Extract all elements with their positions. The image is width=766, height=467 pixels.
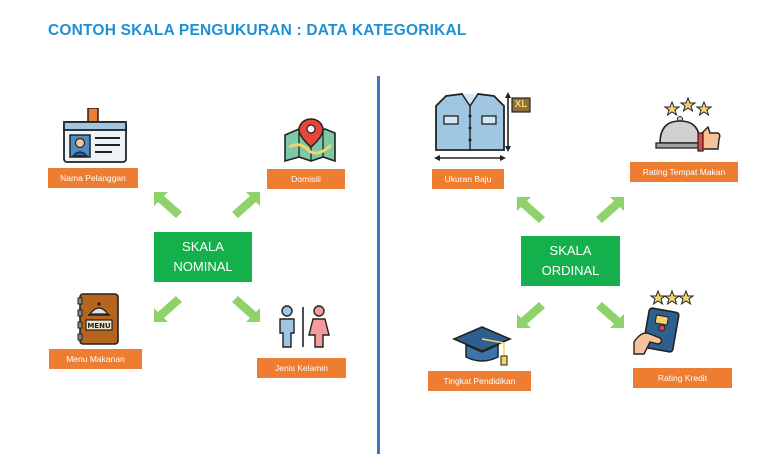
food-rating-icon: [655, 97, 721, 152]
label-tingkat-pendidikan: Tingkat Pendidikan: [428, 371, 531, 391]
label-nama-pelanggan: Nama Pelanggan: [48, 168, 138, 188]
size-tag-xl: XL: [514, 99, 528, 110]
label-rating-tempat-makan: Rating Tempat Makan: [630, 162, 738, 182]
ordinal-center-line2: ORDINAL: [541, 263, 600, 278]
arrow-to-jenis-kelamin: [232, 296, 260, 322]
shirt-size-icon: [434, 92, 531, 161]
menu-book-icon: MENU: [77, 293, 119, 345]
label-rating-kredit: Rating Kredit: [633, 368, 732, 388]
page-title: CONTOH SKALA PENGUKURAN : DATA KATEGORIK…: [48, 22, 467, 39]
arrow-to-rating-kredit: [596, 302, 624, 328]
label-menu-makanan: Menu Makanan: [49, 349, 142, 369]
label-domisili: Domisili: [267, 169, 345, 189]
arrow-to-rating-tempat-makan: [596, 197, 624, 223]
ordinal-center-box: SKALA ORDINAL: [521, 236, 620, 286]
map-pin-icon: [284, 118, 336, 163]
nominal-center-line1: SKALA: [182, 239, 224, 254]
credit-rating-icon: [633, 289, 694, 355]
nominal-center-box: SKALA NOMINAL: [154, 232, 252, 282]
ordinal-center-line1: SKALA: [549, 243, 592, 258]
nominal-center-line2: NOMINAL: [173, 259, 233, 274]
svg-text:MENU: MENU: [87, 322, 111, 330]
id-card-icon: [63, 108, 127, 163]
label-jenis-kelamin: Jenis Kelamin: [257, 358, 346, 378]
arrow-to-domisili: [232, 192, 260, 218]
label-ukuran-baju: Ukuran Baju: [432, 169, 504, 189]
gender-restroom-icon: [279, 305, 330, 348]
arrow-to-nama-pelanggan: [154, 192, 182, 218]
arrow-to-menu-makanan: [154, 296, 182, 322]
divider-line: [377, 76, 380, 454]
arrow-to-ukuran-baju: [517, 197, 545, 223]
graduation-cap-icon: [452, 326, 512, 366]
arrow-to-tingkat-pendidikan: [517, 302, 545, 328]
